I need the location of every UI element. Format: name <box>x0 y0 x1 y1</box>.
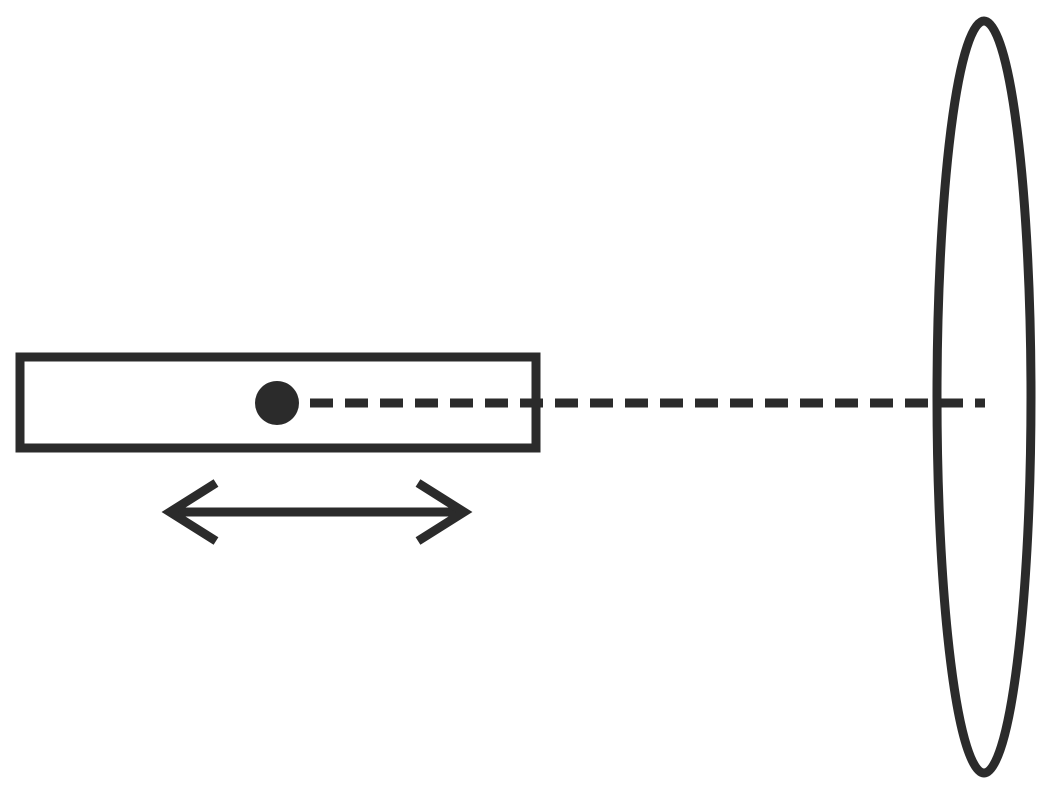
ellipse-shape <box>932 16 1036 778</box>
dot-marker <box>255 381 299 425</box>
arrow-head-right <box>415 479 473 545</box>
arrow-head-left <box>161 479 219 545</box>
double-headed-arrow <box>161 479 473 545</box>
